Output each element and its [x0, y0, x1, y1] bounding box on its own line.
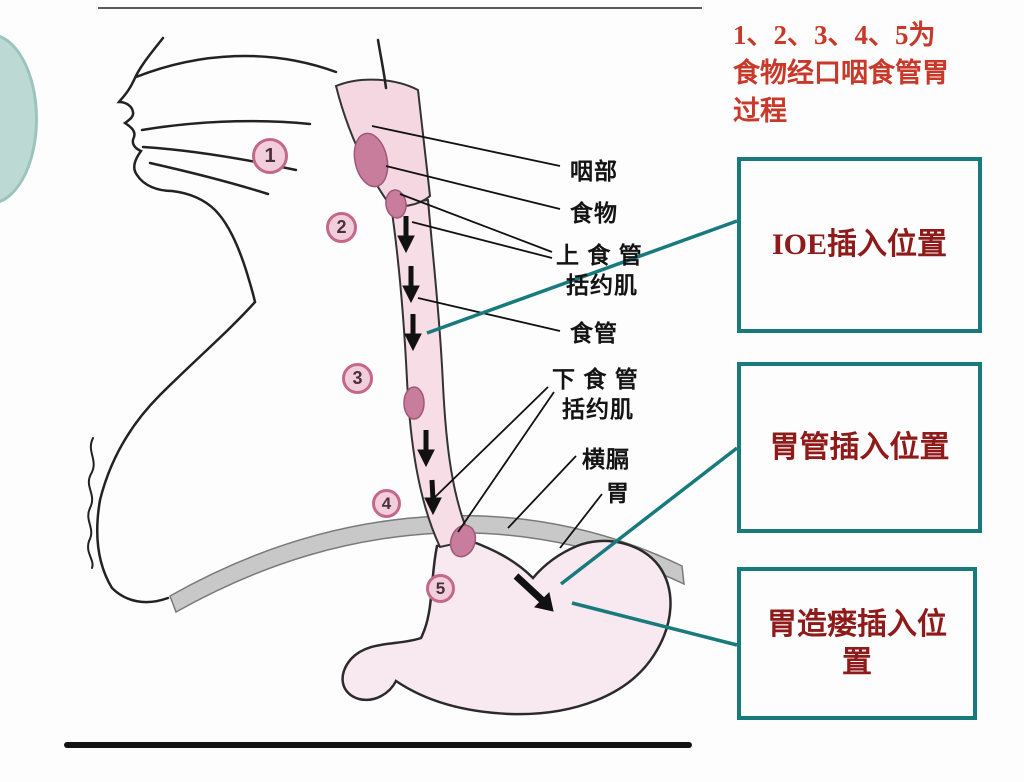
pharynx-label: 咽部 [570, 158, 618, 184]
pointer-upper-sphincter [411, 221, 553, 259]
food-bolus [353, 132, 389, 188]
lower-sphincter-label: 下 食 管 括约肌 [552, 364, 639, 424]
food-label: 食物 [570, 200, 618, 226]
lower-sphincter-label-line1: 下 食 管 [552, 366, 639, 392]
pointer-food [385, 165, 561, 210]
flow-arrow [402, 266, 420, 304]
stomach-flow-arrow [513, 573, 554, 612]
callout-gastric-tube: 胃管插入位置 [737, 362, 982, 533]
connector-gastric-tube [559, 446, 739, 586]
process-note: 1、2、3、4、5为 食物经口咽食管胃 过程 [733, 16, 1017, 130]
connector-ioe [426, 219, 738, 335]
pointer-stomach [559, 493, 603, 549]
process-note-line1: 1、2、3、4、5为 [733, 20, 936, 50]
callout-gastrostomy: 胃造瘘插入位置 [737, 567, 977, 720]
pointer-lower-sphincter [457, 391, 555, 533]
callout-ioe: IOE插入位置 [737, 157, 982, 333]
callout-gastrostomy-label: 胃造瘘插入位置 [767, 607, 947, 679]
diaphragm-shape [169, 514, 685, 614]
step-marker-3: 3 [342, 363, 373, 394]
lower-sphincter-label-line2: 括约肌 [562, 396, 634, 422]
pharynx-shape [334, 78, 432, 208]
flow-arrow [404, 314, 422, 352]
head-profile [87, 36, 388, 604]
flow-arrow [424, 479, 442, 516]
step-marker-5: 5 [426, 574, 455, 603]
flow-arrow [397, 216, 415, 254]
upper-sphincter-label-line1: 上 食 管 [556, 242, 643, 268]
pointer-esophagus [417, 297, 561, 332]
upper-sphincter-label-line2: 括约肌 [566, 272, 638, 298]
connector-gastrostomy [571, 601, 738, 647]
food-bolus [403, 386, 425, 420]
flow-arrow [417, 430, 435, 468]
flow-arrows [397, 216, 554, 612]
food-bolus [385, 189, 407, 219]
food-bolus [449, 524, 477, 558]
pointer-upper-sphincter [399, 193, 553, 253]
stomach-shape [341, 539, 672, 716]
pointer-lower-sphincter [433, 386, 549, 499]
callout-gastric-tube-label: 胃管插入位置 [769, 430, 950, 464]
step-marker-4: 4 [372, 489, 401, 518]
callout-ioe-label: IOE插入位置 [771, 228, 948, 261]
stomach-label: 胃 [606, 480, 630, 506]
step-marker-2: 2 [326, 212, 357, 243]
callout-connectors [426, 219, 739, 647]
diaphragm-label: 横膈 [582, 446, 630, 472]
upper-sphincter-label: 上 食 管 括约肌 [556, 240, 643, 300]
bottom-rule [64, 742, 692, 748]
top-rule [98, 7, 702, 9]
process-note-line2: 食物经口咽食管胃 [733, 58, 949, 88]
label-pointer-lines [371, 125, 603, 549]
process-note-line3: 过程 [733, 96, 787, 126]
food-boluses [353, 132, 477, 558]
pointer-diaphragm [507, 455, 577, 529]
esophagus-label: 食管 [570, 320, 618, 346]
step-marker-1: 1 [252, 138, 288, 174]
pointer-pharynx [371, 125, 561, 167]
